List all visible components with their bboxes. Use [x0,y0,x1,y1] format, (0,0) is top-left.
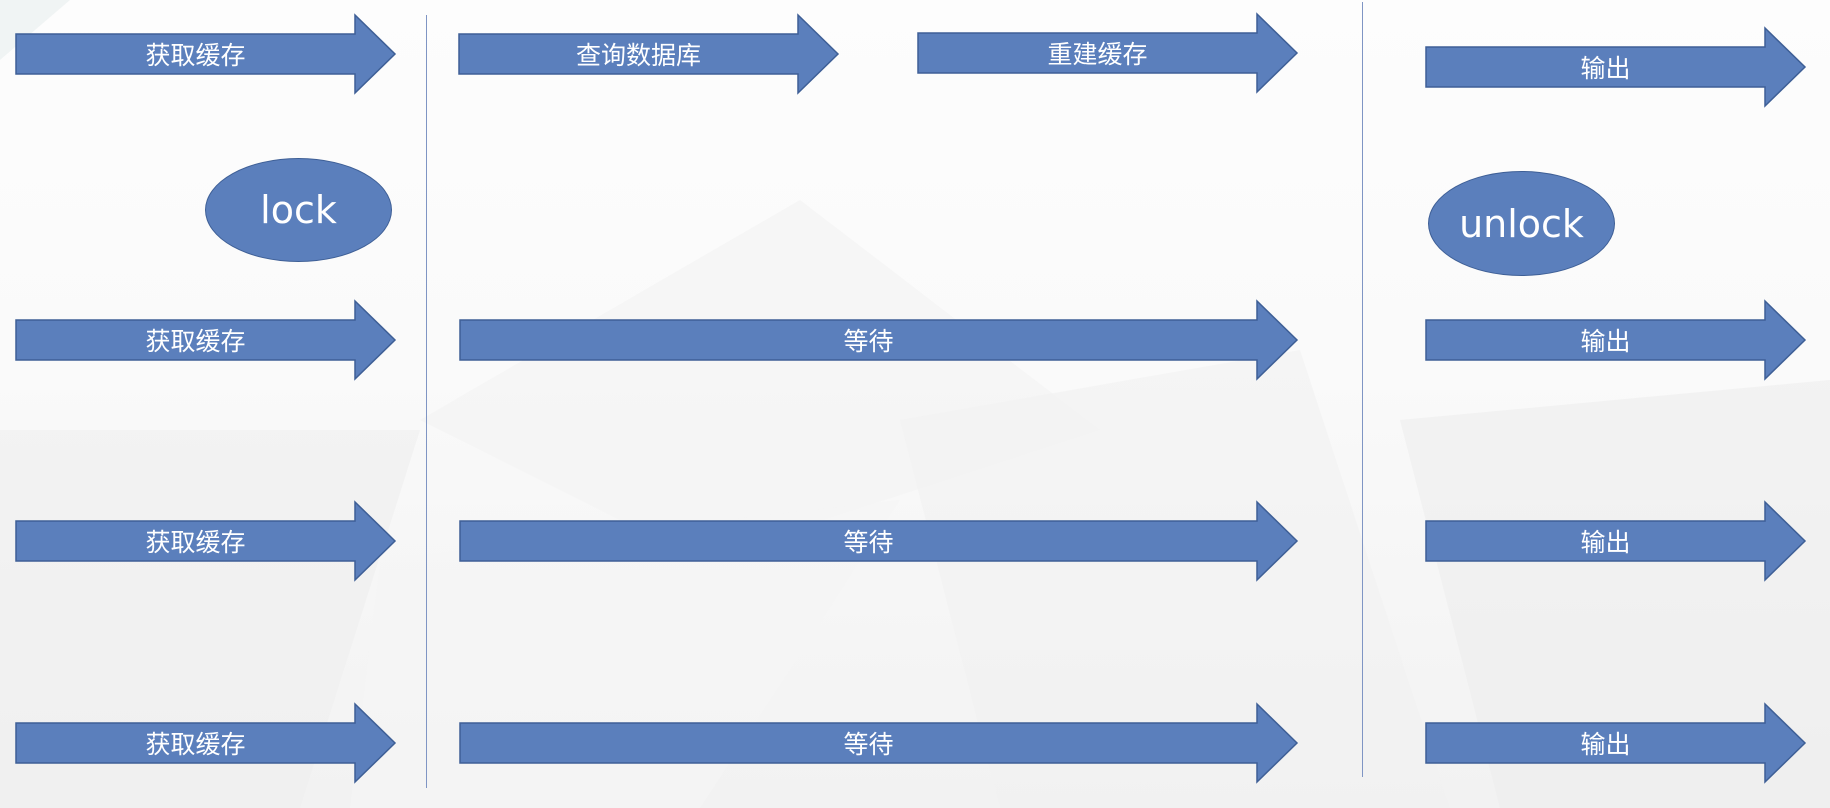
arrow-label: 输出 [1580,327,1631,356]
phase-divider-left [426,15,427,788]
arrow-output-row4: 输出 [1425,702,1807,784]
phase-divider-right [1362,2,1363,777]
right-arrow-shape [1425,500,1807,582]
arrow-label: 重建缓存 [1047,40,1148,69]
arrow-label: 等待 [843,327,894,356]
right-arrow-shape [917,12,1299,94]
arrow-rebuild-cache-row1: 重建缓存 [917,12,1299,94]
right-arrow-shape [459,500,1299,582]
arrow-label: 输出 [1580,528,1631,557]
right-arrow-shape [15,500,397,582]
arrow-output-row3: 输出 [1425,500,1807,582]
arrow-get-cache-row2: 获取缓存 [15,299,397,381]
right-arrow-shape [15,13,397,95]
arrow-label: 等待 [843,528,894,557]
arrow-label: 等待 [843,730,894,759]
arrow-label: 输出 [1580,54,1631,83]
arrow-label: 查询数据库 [575,41,701,70]
arrow-label: 获取缓存 [145,528,246,557]
arrow-wait-row3: 等待 [459,500,1299,582]
right-arrow-shape [15,299,397,381]
arrow-label: 输出 [1580,730,1631,759]
right-arrow-shape [1425,702,1807,784]
right-arrow-shape [15,702,397,784]
arrow-get-cache-row1: 获取缓存 [15,13,397,95]
arrow-get-cache-row3: 获取缓存 [15,500,397,582]
unlock-ellipse: unlock [1428,171,1615,276]
arrow-get-cache-row4: 获取缓存 [15,702,397,784]
arrow-label: 获取缓存 [145,327,246,356]
arrow-label: 获取缓存 [145,41,246,70]
right-arrow-shape [1425,26,1807,108]
right-arrow-shape [459,702,1299,784]
arrow-query-db-row1: 查询数据库 [458,13,840,95]
arrow-output-row1: 输出 [1425,26,1807,108]
arrow-wait-row2: 等待 [459,299,1299,381]
arrow-label: 获取缓存 [145,730,246,759]
right-arrow-shape [1425,299,1807,381]
right-arrow-shape [458,13,840,95]
right-arrow-shape [459,299,1299,381]
arrow-wait-row4: 等待 [459,702,1299,784]
arrow-output-row2: 输出 [1425,299,1807,381]
lock-ellipse: lock [205,158,392,262]
